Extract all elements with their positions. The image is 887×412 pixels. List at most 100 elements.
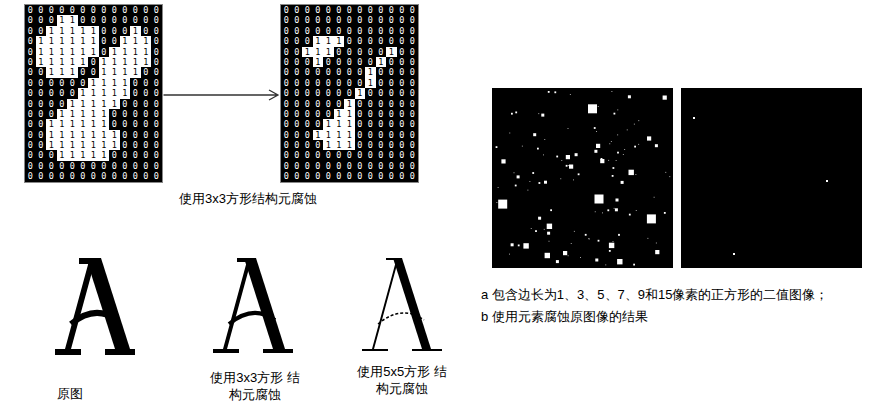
white-square bbox=[563, 251, 567, 255]
letter-a-figure bbox=[213, 258, 293, 353]
white-square bbox=[607, 209, 609, 211]
grid-row: 0000000000000 bbox=[281, 26, 418, 36]
white-square bbox=[628, 95, 631, 98]
white-square bbox=[567, 128, 569, 130]
white-square bbox=[529, 181, 531, 183]
stroke-part bbox=[65, 261, 95, 349]
white-square bbox=[556, 156, 558, 158]
stroke-part bbox=[393, 258, 431, 349]
white-square bbox=[647, 214, 656, 223]
binary-image-a bbox=[492, 88, 673, 268]
white-square bbox=[566, 165, 568, 167]
white-square bbox=[613, 207, 615, 209]
white-square bbox=[496, 146, 498, 148]
white-square bbox=[567, 255, 569, 257]
white-square bbox=[609, 143, 611, 145]
white-square bbox=[573, 230, 575, 232]
grid-row: 0111111011110 bbox=[25, 47, 162, 57]
stroke-part bbox=[372, 261, 398, 349]
grid-row: 0011111000100 bbox=[25, 26, 162, 36]
white-square bbox=[626, 129, 628, 131]
white-square bbox=[634, 146, 636, 148]
white-square bbox=[521, 145, 523, 147]
white-square bbox=[612, 175, 614, 177]
white-square bbox=[547, 224, 552, 229]
white-square bbox=[615, 208, 618, 211]
caption-text: 使用3x3方形结构元腐蚀 bbox=[100, 191, 396, 208]
white-square bbox=[633, 264, 635, 266]
binary-grid: 0000000000000000000000000000000000000000… bbox=[281, 5, 418, 182]
crossbar bbox=[229, 313, 275, 324]
grid-row: 0000111000000 bbox=[281, 140, 418, 150]
white-square bbox=[509, 132, 511, 134]
grid-row: 0001000001000 bbox=[281, 57, 418, 67]
grid-row: 0000011111000 bbox=[25, 88, 162, 98]
white-square bbox=[664, 212, 666, 214]
white-square bbox=[612, 241, 614, 243]
eroded-dots bbox=[693, 117, 828, 255]
serif bbox=[362, 349, 388, 351]
white-square bbox=[575, 153, 578, 156]
white-square bbox=[624, 149, 626, 151]
white-square bbox=[622, 154, 624, 156]
white-square bbox=[585, 234, 587, 236]
white-square bbox=[616, 199, 619, 202]
white-square bbox=[655, 242, 657, 244]
white-square bbox=[537, 148, 539, 150]
white-square bbox=[596, 144, 600, 148]
white-square bbox=[613, 167, 615, 169]
grid-row: 0000000000000 bbox=[25, 161, 162, 171]
white-square bbox=[545, 253, 550, 258]
white-square bbox=[543, 154, 545, 156]
dot bbox=[693, 117, 695, 119]
grid-row: 0011111100000 bbox=[25, 119, 162, 129]
white-square bbox=[573, 179, 575, 181]
white-square bbox=[597, 106, 599, 108]
grid-row: 0000001111000 bbox=[25, 78, 162, 88]
white-square bbox=[515, 185, 517, 187]
white-square bbox=[578, 173, 580, 175]
serif bbox=[412, 349, 442, 351]
white-square bbox=[511, 243, 514, 246]
grid-row: 0001110000000 bbox=[281, 36, 418, 46]
white-square bbox=[535, 230, 537, 232]
white-square bbox=[600, 159, 604, 163]
caption-text: 使用3x3方形 结构元腐蚀 bbox=[205, 370, 305, 404]
serif bbox=[105, 349, 135, 355]
white-square bbox=[617, 134, 619, 136]
grid-row: 0000000000000 bbox=[281, 5, 418, 15]
white-square bbox=[513, 172, 515, 174]
caption-text: b 使用元素腐蚀原图像的结果 bbox=[481, 309, 648, 326]
white-square bbox=[617, 152, 619, 154]
grid-row: 0011100111100 bbox=[25, 67, 162, 77]
white-square bbox=[663, 96, 667, 100]
grid-row: 0000001000000 bbox=[281, 99, 418, 109]
white-square bbox=[523, 243, 528, 248]
white-square bbox=[498, 200, 507, 209]
white-square bbox=[595, 195, 604, 204]
white-square bbox=[547, 232, 550, 235]
grid-row: 0001111100000 bbox=[25, 109, 162, 119]
white-square bbox=[533, 133, 536, 136]
white-square bbox=[611, 91, 613, 93]
white-square bbox=[605, 264, 607, 266]
white-square bbox=[548, 91, 550, 93]
grid-row: 0000000000000 bbox=[281, 150, 418, 160]
white-square bbox=[532, 172, 534, 174]
white-square bbox=[647, 237, 649, 239]
white-square bbox=[554, 91, 556, 93]
grid-row: 0000011000000 bbox=[281, 109, 418, 119]
white-square bbox=[635, 174, 637, 176]
white-square bbox=[609, 243, 614, 248]
serif bbox=[213, 349, 239, 353]
white-square bbox=[556, 260, 559, 263]
white-square bbox=[602, 212, 604, 214]
white-square bbox=[501, 159, 505, 163]
white-square bbox=[655, 144, 658, 147]
white-square bbox=[617, 109, 619, 111]
white-square bbox=[608, 159, 610, 161]
grid-row: 0000000000000 bbox=[281, 15, 418, 25]
white-square bbox=[539, 182, 541, 184]
white-square bbox=[515, 112, 517, 114]
grid-row: 0011111110000 bbox=[25, 130, 162, 140]
